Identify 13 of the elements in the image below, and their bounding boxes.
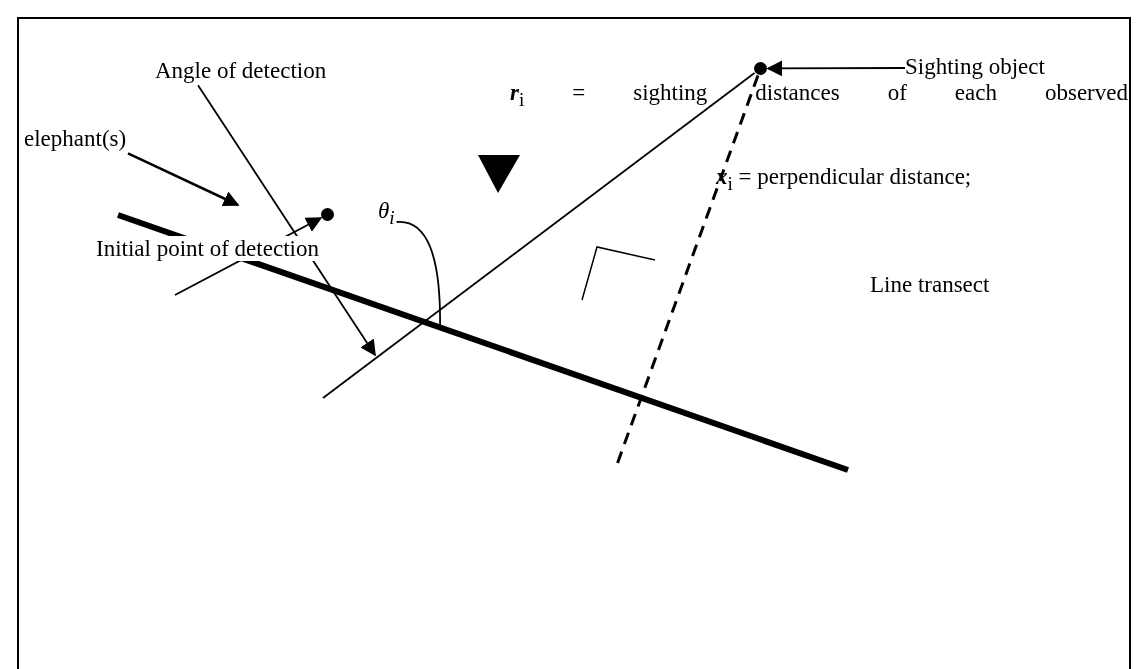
distance-note: r$_{i}$ = sighting distances of each observed: [510, 80, 1128, 110]
point-caption: Initial point of detection: [94, 236, 321, 262]
arrow: [127, 152, 240, 207]
sighting-dot: [754, 62, 767, 75]
callout-text: Sighting object: [905, 54, 1045, 80]
arrow: [766, 60, 906, 77]
line-label: Line transect: [870, 272, 990, 298]
detection-dot: [321, 208, 334, 221]
callout-text: elephant(s): [24, 126, 127, 152]
angle-symbol: θ$_{i}$: [378, 198, 395, 228]
sighting-line: [322, 72, 756, 399]
arrow: [197, 84, 376, 357]
callout-text: Angle of detection: [155, 58, 327, 84]
